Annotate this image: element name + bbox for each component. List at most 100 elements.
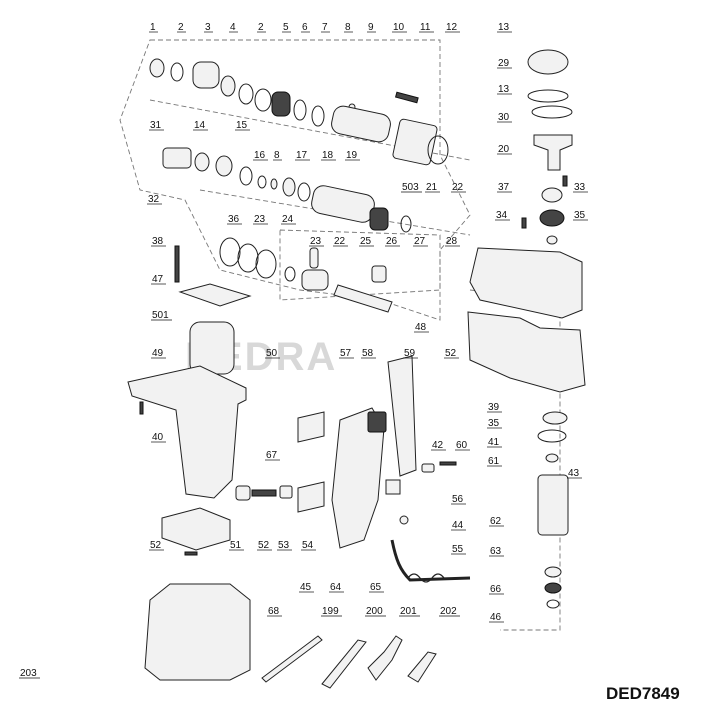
model-code-label: DED7849 [606,684,680,703]
callout-number: 43 [568,468,580,479]
part-36-shape [546,235,558,245]
assembly-outline-upper [119,39,471,321]
part-50-housing [127,365,247,499]
callout-number: 51 [230,540,242,551]
part-41-shape [542,411,568,425]
callout-number: 7 [322,22,328,33]
part-60-shape [421,463,435,473]
callout-number: 52 [445,348,457,359]
callout-number: 23 [254,214,266,225]
callout-number: 15 [236,120,248,131]
callout-number: 65 [370,582,382,593]
callout-number: 12 [446,22,458,33]
motor-housing-group [127,245,252,556]
callout-number: 28 [446,236,458,247]
callout-number: 52 [150,540,162,551]
part-17-shape [257,175,267,189]
part-55-shape [279,485,293,499]
callout-number: 59 [404,348,416,359]
part-18-shape [282,177,296,197]
callout-number: 38 [152,236,164,247]
callout-number: 501 [152,310,169,321]
part-30-shape [531,105,573,119]
callout-number: 31 [150,120,162,131]
callout-number: 2 [258,22,264,33]
callout-number: 8 [345,22,351,33]
part-38-gear-housing [469,247,583,319]
part-46-shape [544,582,562,594]
callout-number: 5 [283,22,289,33]
o-ring-group [219,237,393,313]
callout-number: 203 [20,668,37,679]
callout-number: 30 [498,112,510,123]
part-2b-shape [238,83,254,105]
callout-number: 25 [360,236,372,247]
callout-number: 2 [178,22,184,33]
piston-parts-row [162,147,412,233]
callout-number: 64 [330,582,342,593]
part-29-shape [527,49,569,75]
callout-number: 42 [432,440,444,451]
armature-parts [537,411,569,609]
callout-number: 29 [498,58,510,69]
part-13b-shape [527,89,569,103]
part-3-shape [192,61,220,89]
part-35-shape [521,217,527,229]
part-11-shape [394,91,419,104]
callout-number: 55 [452,544,464,555]
gear-column-parts [521,49,573,245]
spindle-parts-row [149,58,449,166]
callout-number: 52 [258,540,270,551]
callout-number: 200 [366,606,383,617]
part-22b-shape [284,266,296,282]
part-58-switch [367,411,387,433]
callout-number: 37 [498,182,510,193]
part-64-handle [331,407,385,549]
part-5-shape [254,88,272,112]
callout-number: 34 [496,210,508,221]
callout-number: 19 [346,150,358,161]
callout-number: 10 [393,22,405,33]
callout-number: 53 [278,540,290,551]
part-4-shape [220,75,236,97]
handle-group [331,355,471,583]
callout-number: 41 [488,437,500,448]
callout-number: 22 [452,182,464,193]
callout-number: 62 [490,516,502,527]
part-22-shape [400,215,412,233]
callout-number: 17 [296,150,308,161]
callout-number: 39 [488,402,500,413]
part-8-shape [311,105,325,127]
callout-number: 60 [456,440,468,451]
callout-number: 13 [498,84,510,95]
part-199-case [144,583,251,681]
callout-number: 35 [574,210,586,221]
part-200-chisel [261,635,323,683]
part-202-side-handle [367,635,403,681]
callout-number: 68 [268,606,280,617]
callout-number: 503 [402,182,419,193]
callout-number: 33 [574,182,586,193]
part-47-screw [174,245,180,283]
part-44-armature [537,474,569,536]
brush-parts [235,411,325,513]
callout-number: 46 [490,612,502,623]
callout-number: 201 [400,606,417,617]
callout-number: 32 [148,194,160,205]
part-32-shape [562,175,568,187]
part-53-shape [235,485,251,501]
part-51-cover [161,507,231,551]
part-26-shape [301,269,329,291]
part-39-front-housing [467,311,586,393]
part-34a-shape [541,187,563,203]
part-12-shape [392,118,438,166]
callout-number: 23 [310,236,322,247]
part-25-shape [309,247,319,269]
part-45-shape [544,566,562,578]
part-65-cable [390,539,471,582]
callout-number: 4 [230,22,236,33]
part-21-shape [369,207,389,231]
part-24-shape [237,243,259,273]
part-13-shape [427,135,449,165]
